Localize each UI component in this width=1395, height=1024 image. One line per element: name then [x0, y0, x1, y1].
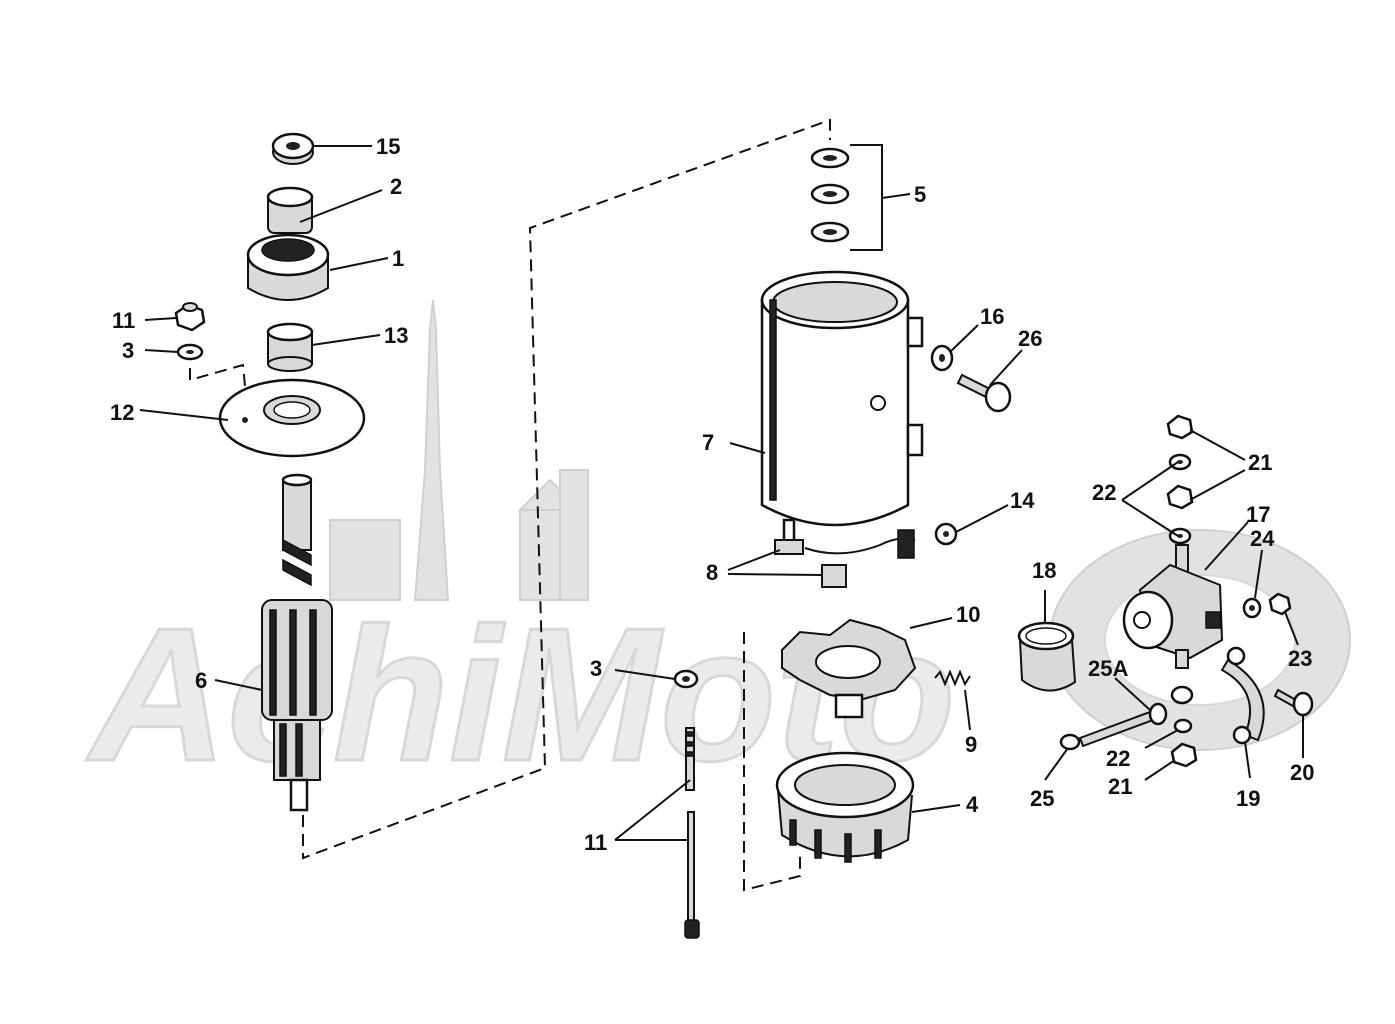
callout-13: 13 [384, 323, 408, 348]
callout-3-left: 3 [122, 338, 134, 363]
part-11-through-bolts [684, 727, 700, 939]
callout-4: 4 [966, 792, 979, 817]
part-3-washer-center [673, 669, 699, 689]
callout-3-center: 3 [590, 656, 602, 681]
callout-26: 26 [1018, 326, 1042, 351]
part-22-washers-top [1168, 453, 1192, 545]
part-14-washer [934, 522, 958, 546]
part-3-washer-left [176, 343, 204, 361]
callout-18: 18 [1032, 558, 1056, 583]
callout-21-top: 21 [1248, 450, 1272, 475]
callout-20: 20 [1290, 760, 1314, 785]
part-17-solenoid [1122, 544, 1224, 669]
callout-labels: 15 2 1 13 11 3 12 6 5 7 16 26 14 8 10 9 … [110, 134, 1314, 855]
dashed-assembly-lines [189, 118, 831, 892]
callout-23: 23 [1288, 646, 1312, 671]
callout-8: 8 [706, 560, 718, 585]
part-16-washer [930, 344, 954, 372]
part-7-field-frame [760, 270, 924, 527]
callout-22-top: 22 [1092, 480, 1116, 505]
leader-lines [139, 145, 1304, 841]
callout-7: 7 [702, 430, 714, 455]
callout-24: 24 [1250, 526, 1275, 551]
callout-6: 6 [195, 668, 207, 693]
part-22-washer-bottom [1173, 718, 1193, 734]
callout-16: 16 [980, 304, 1004, 329]
part-8-brushes [774, 518, 916, 588]
callout-10: 10 [956, 602, 980, 627]
callout-2: 2 [390, 174, 402, 199]
part-10-brush-plate [781, 618, 917, 719]
callout-17: 17 [1246, 502, 1270, 527]
part-19-bracket [1220, 646, 1265, 745]
callout-21-bottom: 21 [1108, 774, 1132, 799]
part-9-spring [934, 669, 971, 687]
part-4-end-cap [775, 751, 915, 863]
part-11-nut-left [174, 302, 206, 332]
part-20-screw [1273, 688, 1314, 717]
part-1-drive-assembly [246, 233, 330, 301]
callout-12: 12 [110, 400, 134, 425]
part-18-band [1017, 621, 1077, 692]
callout-25a: 25A [1088, 656, 1128, 681]
callout-25: 25 [1030, 786, 1054, 811]
callout-9: 9 [965, 732, 977, 757]
part-12-end-plate [218, 378, 366, 458]
part-23-nut [1268, 592, 1292, 616]
part-6-armature [261, 473, 333, 812]
callout-5: 5 [914, 182, 926, 207]
part-13-bushing [266, 322, 314, 372]
part-21-nut-bottom [1170, 742, 1198, 768]
part-2-pinion [266, 186, 314, 234]
callout-11-center: 11 [584, 830, 607, 855]
callout-15: 15 [376, 134, 400, 159]
callout-1: 1 [392, 246, 404, 271]
callout-22-bottom: 22 [1106, 746, 1130, 771]
part-26-bolt [956, 373, 1012, 413]
part-25-terminal [1059, 733, 1081, 751]
part-15-nut [271, 132, 315, 165]
part-21-nuts-top [1166, 414, 1194, 510]
part-5-washers [810, 144, 883, 251]
part-24-washer [1242, 597, 1262, 619]
callout-19: 19 [1236, 786, 1260, 811]
callout-14: 14 [1010, 488, 1035, 513]
callout-11-left: 11 [112, 308, 135, 333]
part-25a-stud [1078, 685, 1194, 748]
